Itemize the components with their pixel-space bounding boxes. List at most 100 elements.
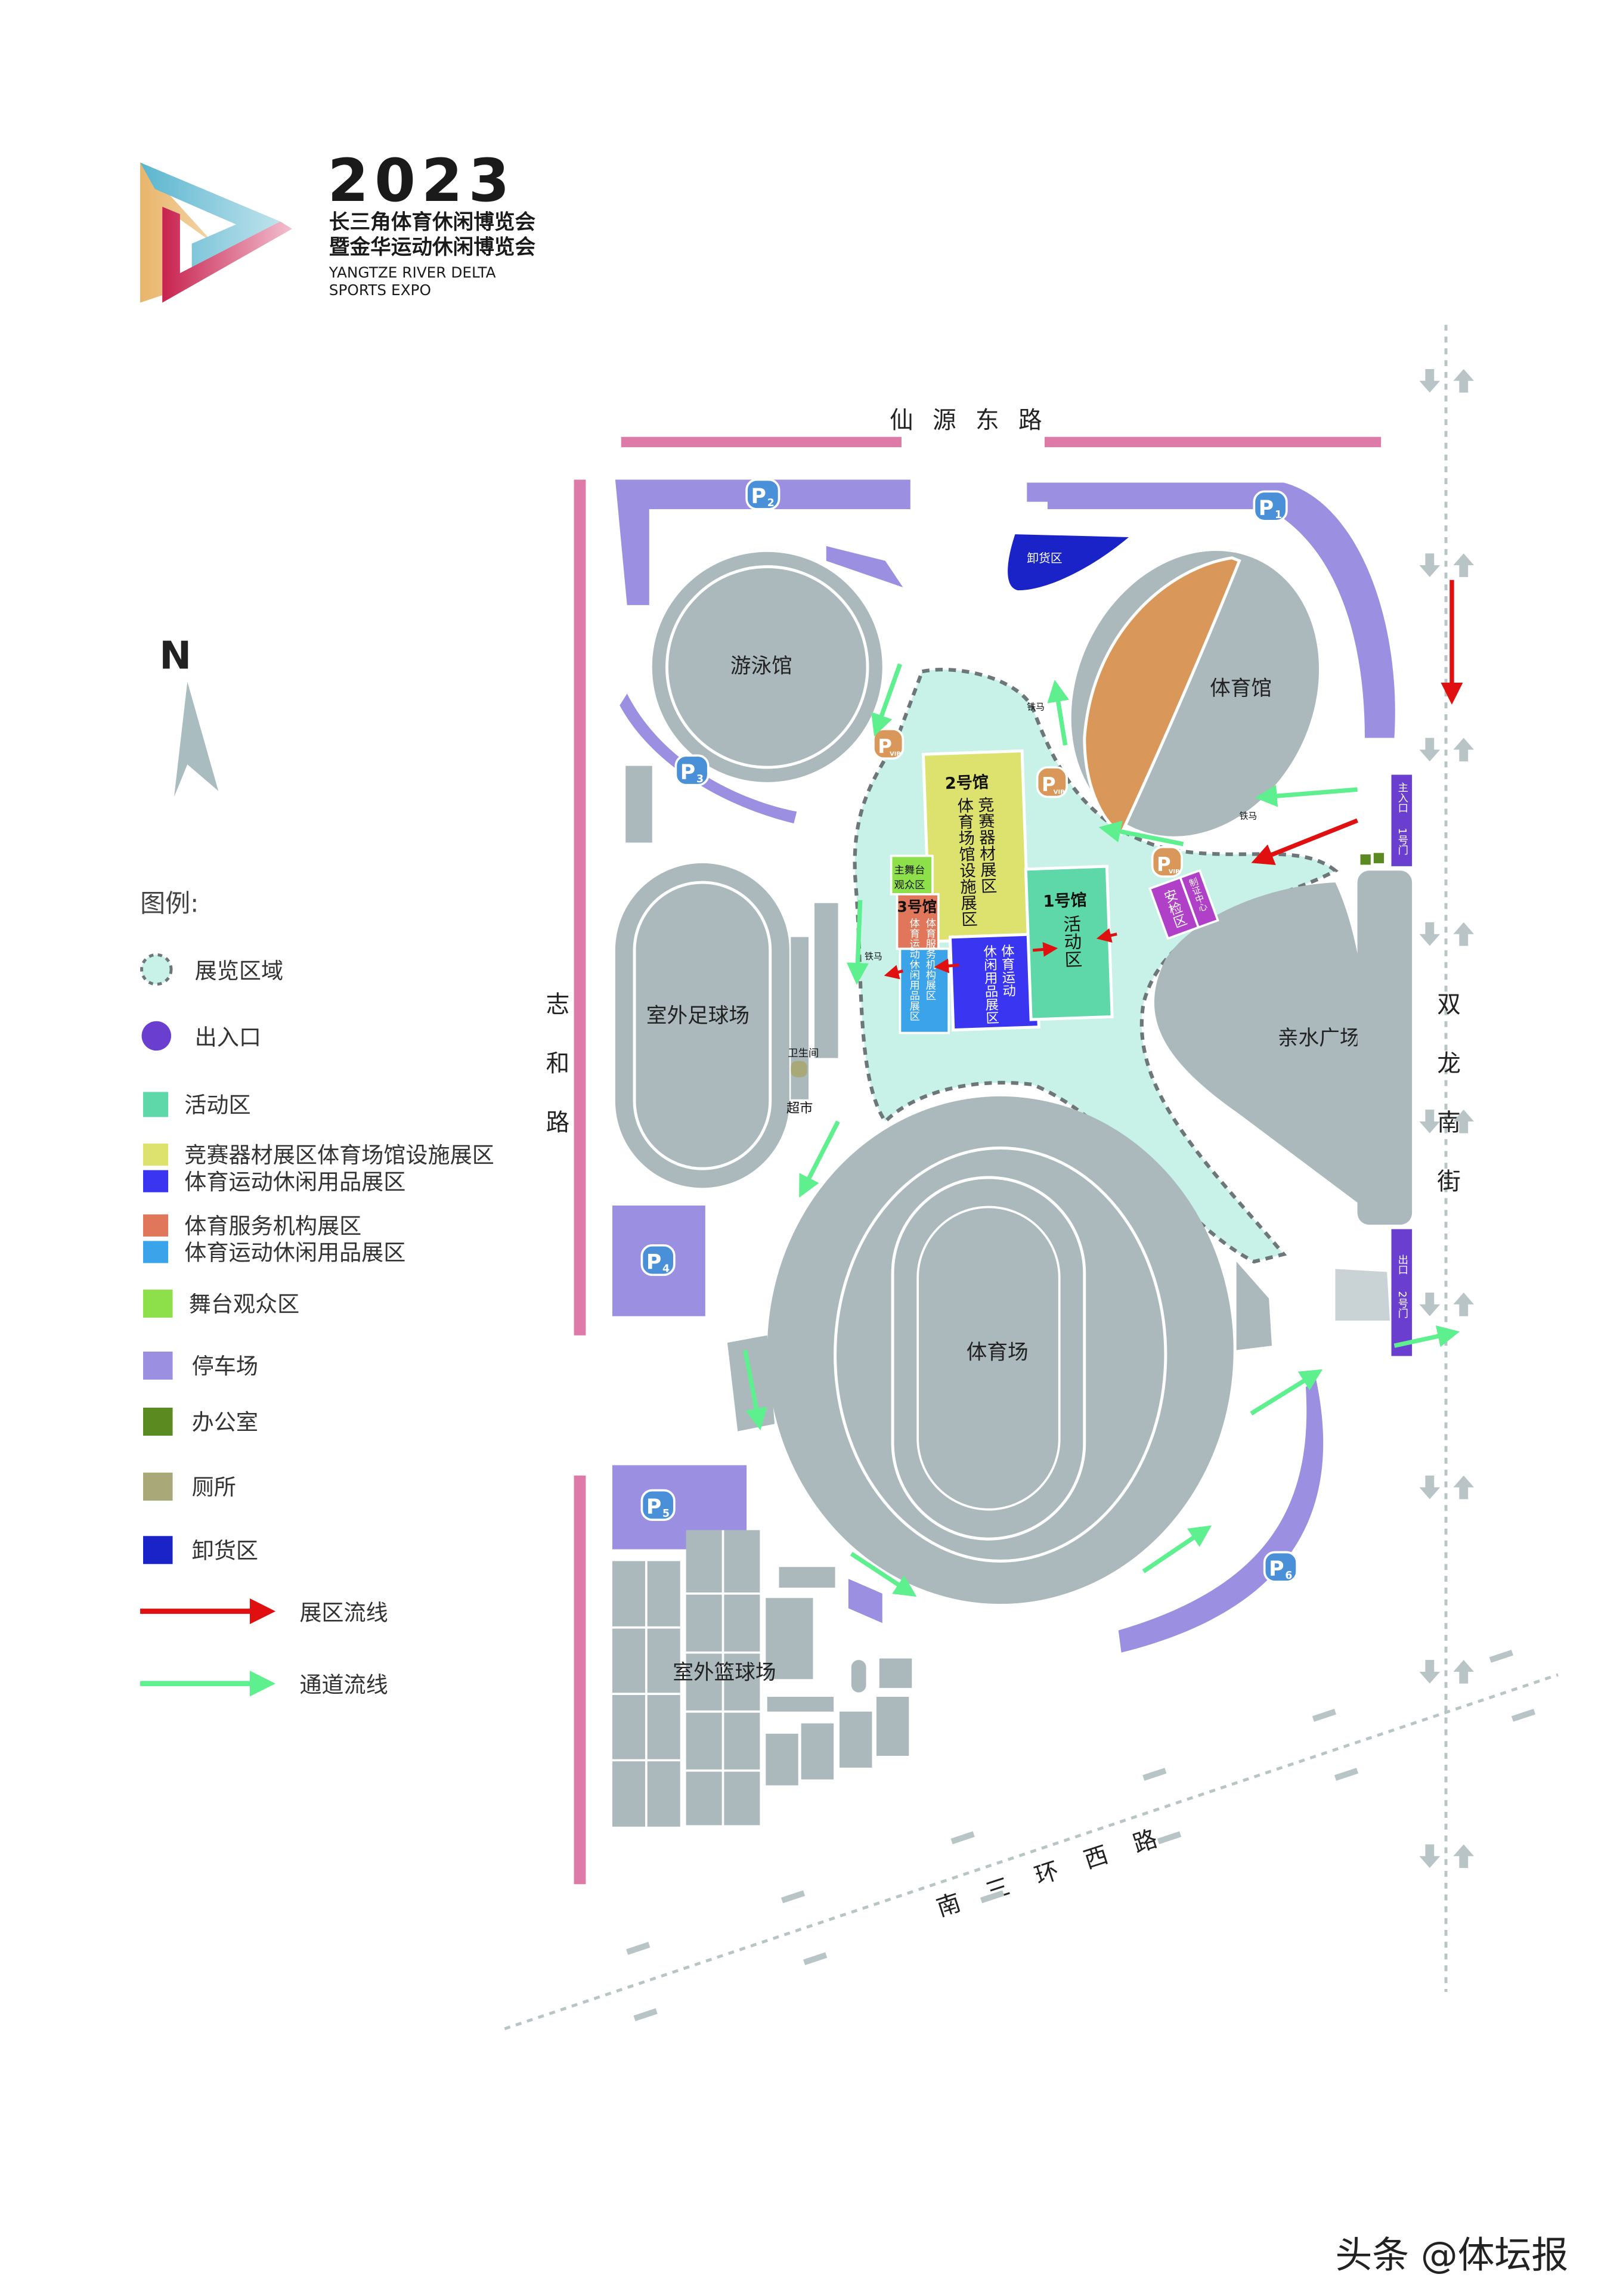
legend-swatch-entrance (141, 1021, 172, 1051)
barrier-label: 铁马 (1027, 702, 1045, 712)
water-plaza (1154, 882, 1370, 1203)
main-entrance-label: 主入口 (1396, 782, 1408, 813)
red-flow-arrow (1032, 942, 1058, 957)
svg-text:1: 1 (1275, 509, 1282, 521)
swimming-hall-label: 游泳馆 (730, 655, 792, 678)
gate-2-label: 2号门 (1396, 1291, 1408, 1319)
svg-text:P: P (646, 1495, 661, 1519)
traffic-arrows-south (626, 1650, 1536, 2022)
red-flow-arrow (1096, 928, 1117, 943)
stage-audience-line1: 主舞台 (894, 865, 925, 876)
logo-year: 2023 (327, 147, 515, 215)
roads: 仙 源 东 路 志 和 路 双 龙 南 街 南 三 环 西 路 (504, 324, 1559, 2031)
svg-text:4: 4 (662, 1263, 670, 1275)
legend-label: 活动区 (184, 1092, 250, 1118)
exhibit-flow-arrows (884, 580, 1463, 980)
barrier-label: 铁马 (865, 952, 882, 962)
green-flow-arrow (742, 1349, 767, 1431)
red-flow-arrow (884, 965, 904, 980)
hall-3-name: 3号馆 (897, 898, 937, 916)
legend-swatch-unloading (143, 1536, 173, 1564)
svg-text:P: P (751, 485, 766, 509)
svg-text:VIP: VIP (1054, 789, 1065, 796)
svg-text:3: 3 (696, 773, 704, 785)
road-bar-north-right (1044, 436, 1382, 448)
legend-label: 体育服务机构展区 (184, 1213, 361, 1239)
hall-3-zone-2: 体育运动休闲用品展区 (907, 918, 920, 1021)
road-centerline-south (504, 1673, 1559, 2031)
north-label: N (159, 633, 191, 678)
building-block (814, 903, 838, 1058)
toilet-label: 卫生间 (788, 1048, 819, 1059)
legend-swatch-hall3-blue (143, 1241, 169, 1263)
logo-en-line2: SPORTS EXPO (329, 281, 431, 299)
football-field-label: 室外足球场 (646, 1004, 749, 1028)
logo-title-line2: 暨金华运动休闲博览会 (329, 236, 536, 259)
road-bar-west-top (574, 479, 586, 1336)
stage-audience-line2: 观众区 (894, 879, 925, 891)
green-flow-arrow (1098, 820, 1184, 847)
exit-gate-2[interactable]: 出口 2号门 (1391, 1229, 1413, 1356)
legend-swatch-hall3-orange (143, 1214, 169, 1237)
svg-text:P: P (1042, 773, 1056, 796)
green-flow-arrow (1255, 785, 1358, 807)
office-icon (1373, 853, 1384, 863)
legend-title: 图例: (140, 889, 199, 918)
legend-label: 办公室 (192, 1409, 258, 1435)
legend-swatch-toilet (143, 1472, 173, 1501)
svg-text:2: 2 (767, 497, 775, 509)
legend-swatch-parking (143, 1351, 173, 1380)
hall-2-blue: 体育运动 休闲用品展区 (948, 932, 1040, 1032)
green-flow-arrow (850, 1551, 917, 1597)
logo-en-line1: YANGTZE RIVER DELTA (329, 264, 496, 281)
exit-label: 出口 (1396, 1254, 1408, 1275)
building-block-east (1357, 870, 1413, 1225)
legend: 图例: 展览区域 出入口 活动区 竞赛器材展区体育场馆设施展区 体育运动休闲用品… (140, 889, 494, 1698)
svg-text:P: P (1259, 497, 1274, 520)
green-flow-arrow (799, 1120, 840, 1198)
building-block-east-2 (1335, 1269, 1390, 1321)
legend-swatch-hall2-blue (143, 1170, 169, 1192)
building-block (625, 766, 652, 843)
legend-swatch-activity (143, 1092, 169, 1117)
supermarket-label: 超市 (786, 1101, 813, 1116)
main-entrance-gate-1[interactable]: 主入口 1号门 (1391, 774, 1413, 866)
svg-text:VIP: VIP (890, 751, 901, 757)
north-arrow-icon (174, 681, 219, 797)
traffic-arrows-east (1419, 368, 1475, 1869)
hall-3-zone-1: 体育服务机构展区 (924, 918, 936, 1000)
svg-text:P: P (878, 735, 892, 757)
green-flow-arrow (1250, 1369, 1323, 1416)
road-name-east-3: 南 (1437, 1109, 1461, 1136)
road-name-north: 仙 源 东 路 (890, 407, 1048, 434)
gate-1-label: 1号门 (1396, 828, 1408, 856)
legend-label: 展览区域 (195, 958, 283, 984)
legend-label: 舞台观众区 (189, 1291, 300, 1317)
green-flow-arrow (871, 663, 902, 737)
legend-label: 竞赛器材展区体育场馆设施展区 (184, 1142, 494, 1168)
legend-label: 体育运动休闲用品展区 (184, 1240, 405, 1266)
road-bar-north-left (621, 436, 902, 448)
road-name-west-1: 志 (546, 991, 570, 1018)
green-flow-arrow (846, 900, 869, 986)
svg-text:6: 6 (1285, 1570, 1292, 1582)
parking-lot-6 (1118, 1380, 1324, 1653)
expo-logo: 2023 长三角体育休闲博览会 暨金华运动休闲博览会 YANGTZE RIVER… (140, 147, 535, 303)
hall-1-name: 1号馆 (1043, 891, 1087, 912)
stadium-outer (767, 1096, 1234, 1604)
hall-2-blue-zone-2: 休闲用品展区 (981, 944, 999, 1025)
barrier-label: 铁马 (1240, 811, 1257, 822)
hall-2-zone-1: 竞赛器材展区 (974, 796, 997, 894)
football-field (633, 881, 772, 1170)
legend-label: 厕所 (192, 1474, 236, 1500)
road-name-east-4: 街 (1437, 1168, 1461, 1195)
parking-lot-1 (1027, 482, 1395, 738)
football-field-rim (615, 863, 789, 1188)
stadium-inner (834, 1147, 1167, 1563)
hall-1-zone: 活动区 (1060, 915, 1082, 968)
